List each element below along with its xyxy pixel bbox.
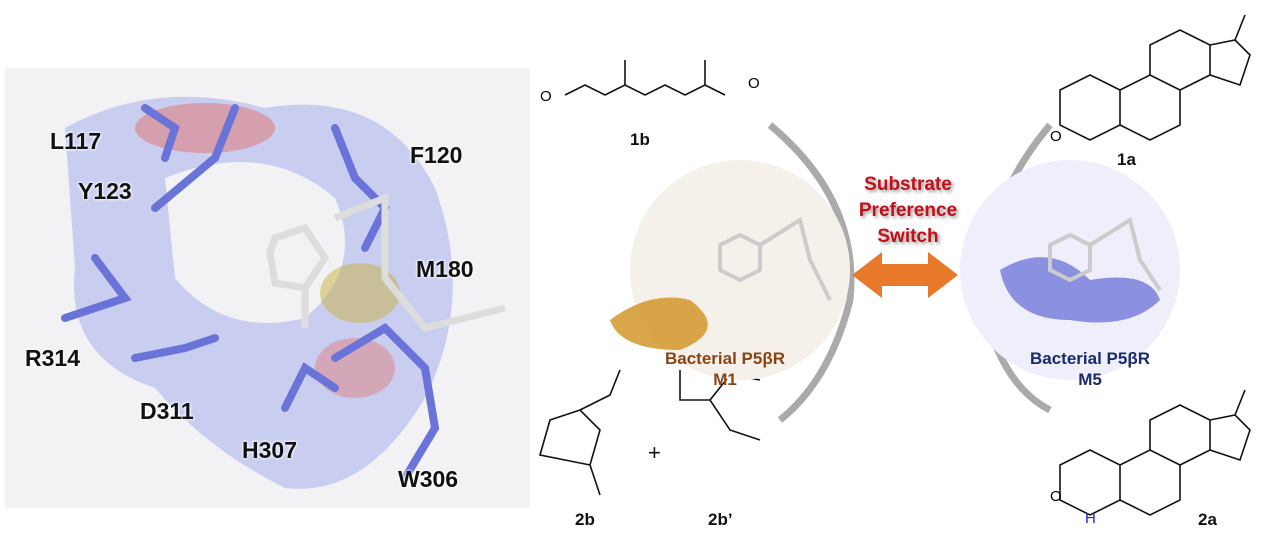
atom-label: O: [748, 75, 760, 92]
compound-1b: 1b: [630, 130, 650, 149]
plus-sign: +: [648, 440, 661, 465]
residue-label: F120: [410, 142, 463, 168]
residue-label: M180: [416, 256, 474, 282]
enzyme-name: Bacterial P5βR: [1030, 349, 1150, 368]
substrate-preference-switch-label: Substrate Preference Switch: [838, 172, 978, 250]
atom-label: O: [1050, 128, 1062, 145]
residue-label: L117: [50, 128, 102, 154]
compound-1a: 1a: [1117, 150, 1136, 169]
residue-label: D311: [140, 398, 194, 424]
residue-label: Y123: [78, 178, 132, 204]
residue-label: W306: [398, 466, 459, 492]
compound-2b: 2b: [575, 510, 595, 529]
enzyme-m1-label: Bacterial P5βR M1: [640, 348, 810, 390]
residue-label: R314: [25, 345, 80, 371]
hydride-label: H: [1085, 510, 1096, 527]
enzyme-name: Bacterial P5βR: [665, 349, 785, 368]
switch-line: Preference: [858, 200, 958, 221]
compound-2a: 2a: [1198, 510, 1217, 529]
switch-line: Switch: [877, 226, 939, 247]
enzyme-variant: M5: [1078, 370, 1102, 389]
double-arrow: [852, 252, 958, 298]
scheme-graphics: [538, 14, 1251, 516]
enzyme-m5-label: Bacterial P5βR M5: [1005, 348, 1175, 390]
atom-label: O: [540, 88, 552, 105]
switch-line: Substrate: [864, 174, 952, 195]
enzyme-variant: M1: [713, 370, 737, 389]
compound-2b-prime: 2b’: [708, 510, 733, 529]
active-site-render: [5, 68, 530, 508]
residue-label: H307: [242, 437, 297, 463]
atom-label: O: [1050, 488, 1062, 505]
